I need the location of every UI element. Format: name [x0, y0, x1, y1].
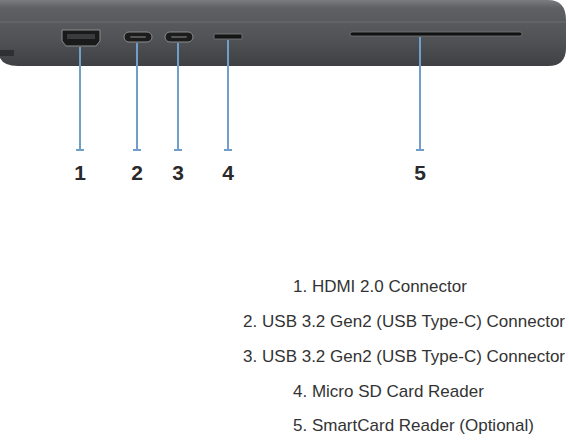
callout-number: 5	[414, 161, 426, 185]
leader-tick	[224, 149, 232, 151]
callout-number: 4	[222, 161, 234, 185]
body-seam	[0, 22, 566, 23]
leader-tick	[174, 149, 182, 151]
usb-c-tongue	[130, 36, 146, 38]
callout-number: 2	[131, 161, 143, 185]
laptop-body	[0, 0, 566, 66]
usb-c-tongue	[171, 36, 187, 38]
hdmi-port-inner	[67, 34, 95, 39]
usb-c-port	[165, 32, 193, 42]
legend-item-text: 5. SmartCard Reader (Optional)	[293, 416, 534, 436]
sd-slot	[214, 34, 242, 39]
callout-number: 3	[172, 161, 184, 185]
legend-item-text: 2. USB 3.2 Gen2 (USB Type-C) Connector	[243, 312, 565, 332]
leader-line	[419, 37, 421, 150]
callout-number: 1	[74, 161, 86, 185]
leader-line	[79, 47, 81, 150]
hdmi-port	[62, 30, 100, 46]
leader-tick	[76, 149, 84, 151]
smartcard-slot	[350, 32, 522, 36]
usb-c-port	[124, 32, 152, 42]
leader-tick	[416, 149, 424, 151]
leader-line	[177, 43, 179, 150]
legend-item-text: 1. HDMI 2.0 Connector	[293, 277, 467, 297]
leader-line	[136, 43, 138, 150]
legend-item-text: 4. Micro SD Card Reader	[293, 382, 484, 402]
laptop-foot	[0, 50, 14, 56]
legend-item-text: 3. USB 3.2 Gen2 (USB Type-C) Connector	[243, 347, 565, 367]
leader-line	[227, 40, 229, 150]
leader-tick	[133, 149, 141, 151]
leader-lines	[76, 37, 424, 150]
